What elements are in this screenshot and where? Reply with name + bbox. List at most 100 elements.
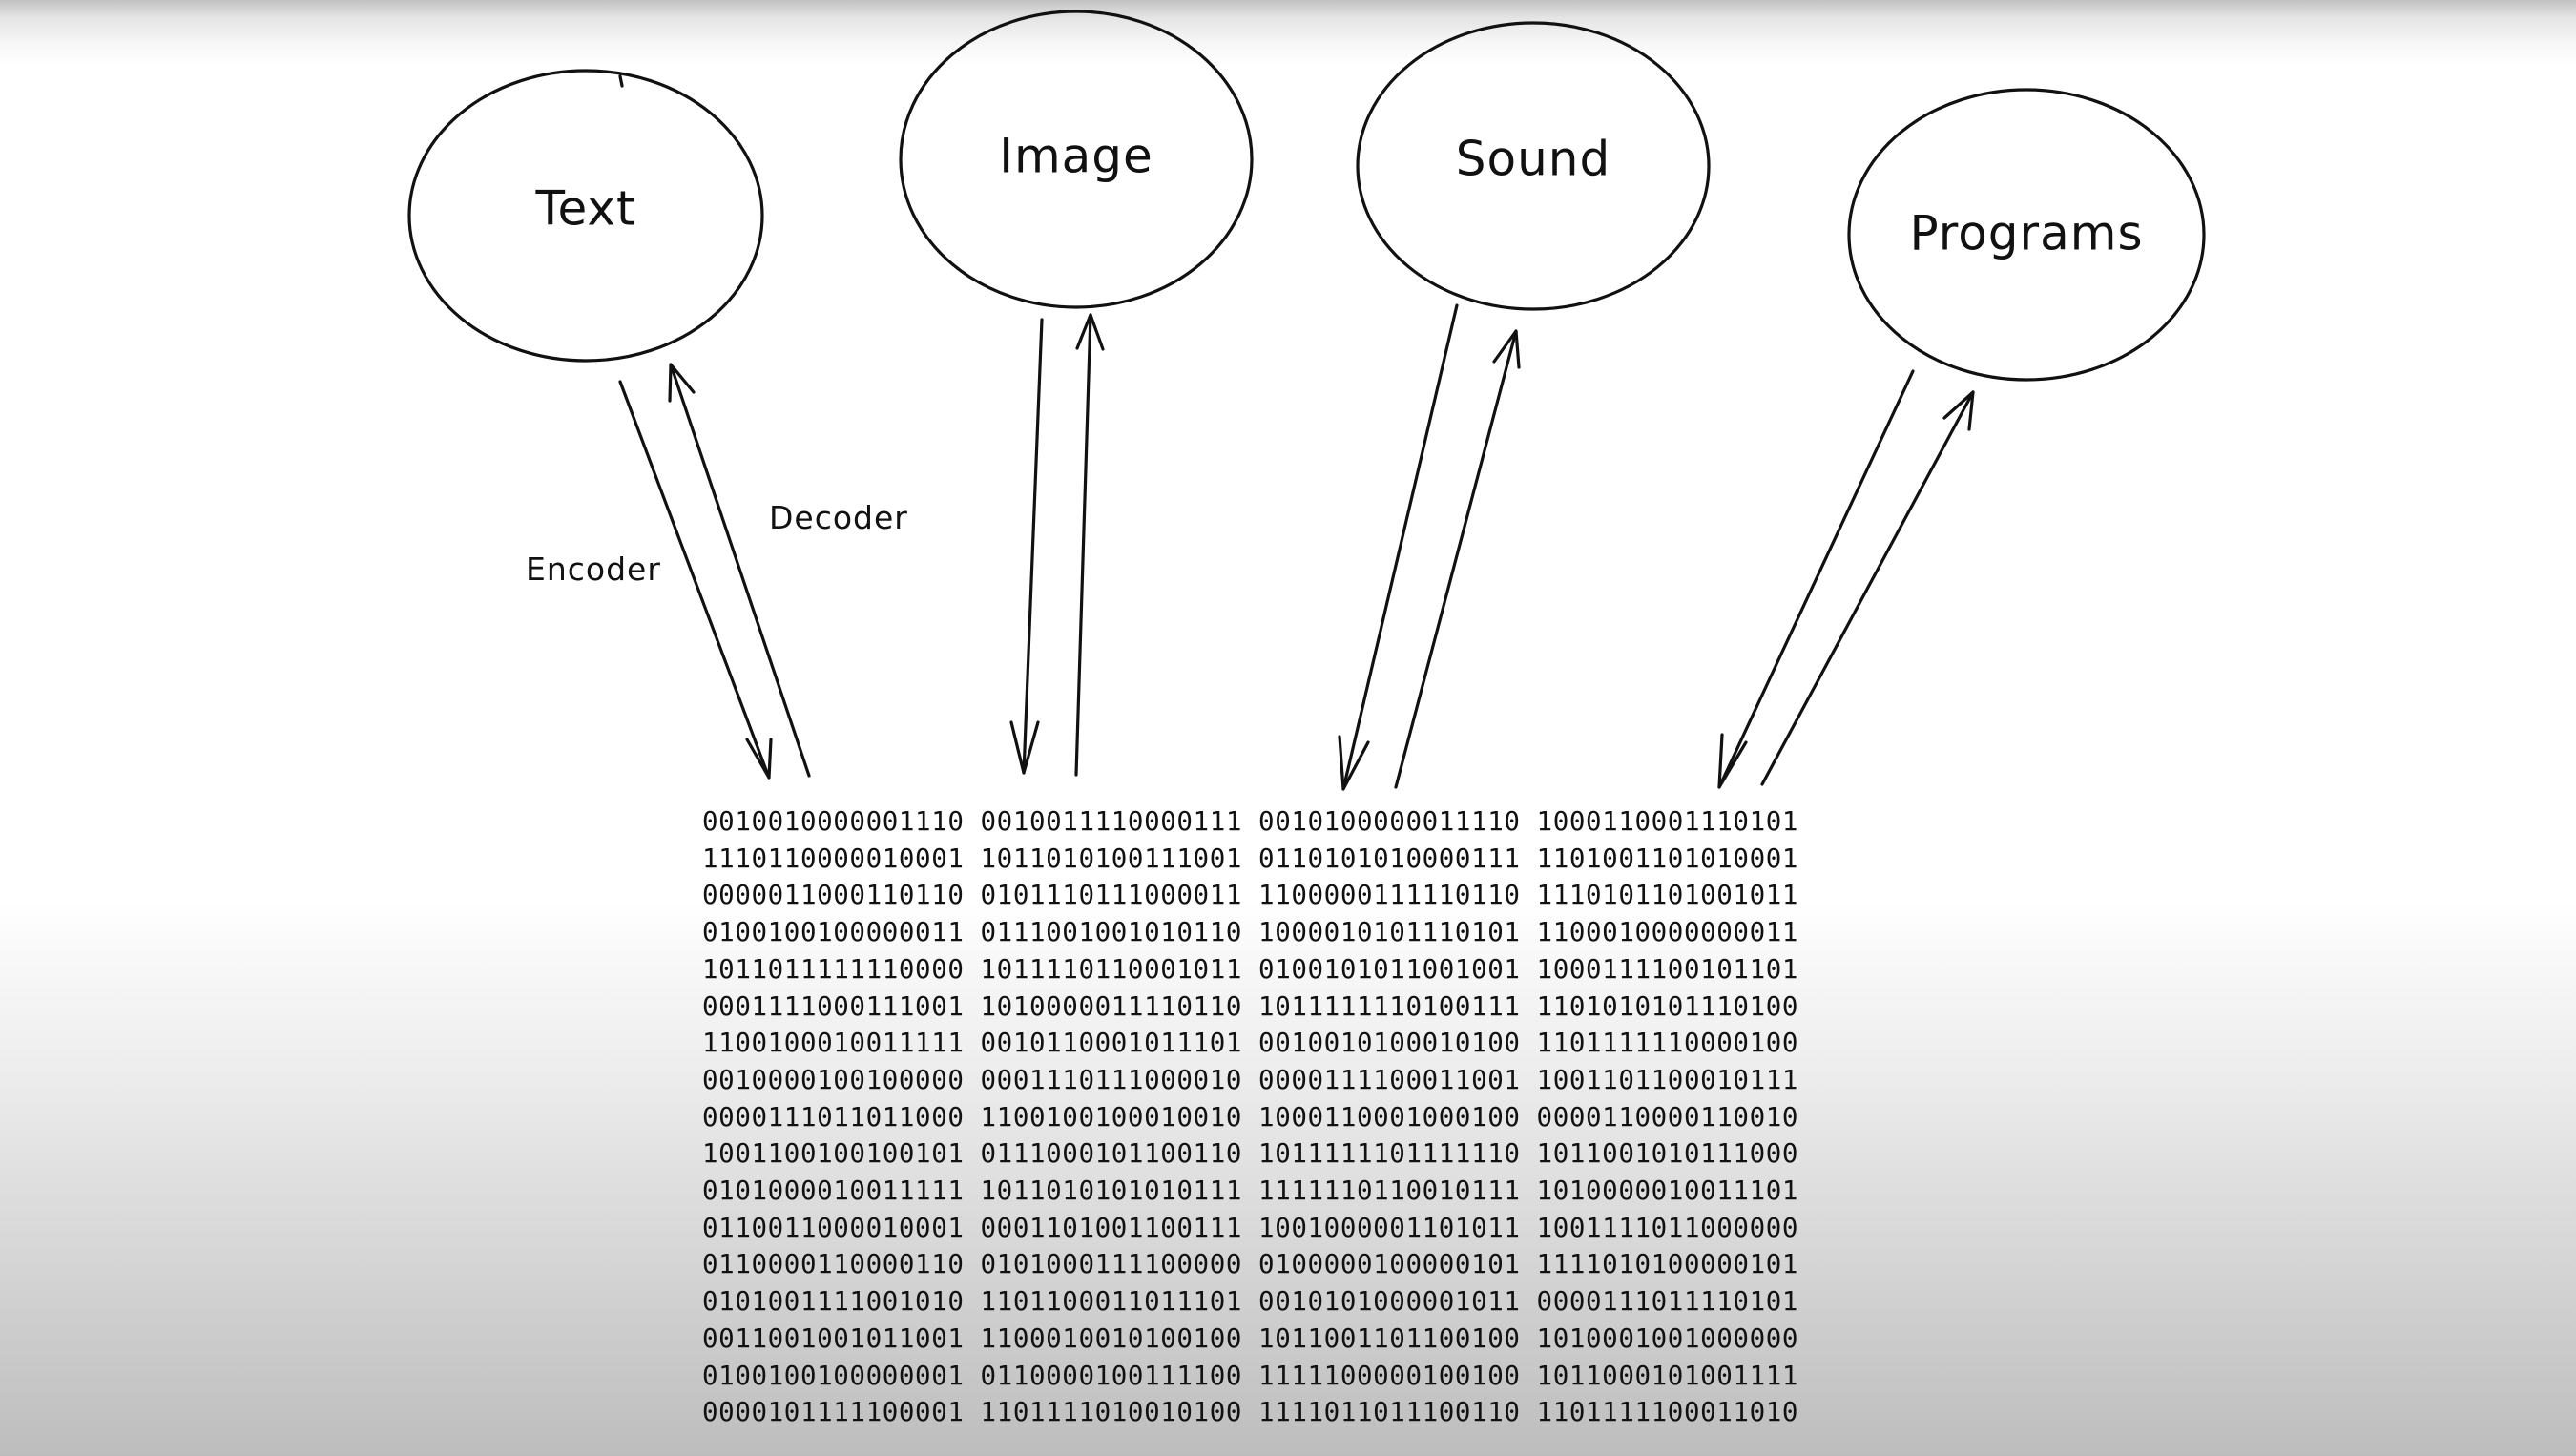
binary-word: 1111100000100100 bbox=[1258, 1360, 1521, 1391]
node-programs: Programs bbox=[1847, 88, 2206, 382]
binary-word: 1110101101001011 bbox=[1536, 880, 1799, 911]
binary-word: 0000111011110101 bbox=[1536, 1286, 1799, 1318]
binary-word: 0110000100111100 bbox=[980, 1360, 1243, 1391]
binary-word: 0100101011001001 bbox=[1258, 953, 1521, 985]
binary-word: 1011111101111110 bbox=[1258, 1138, 1521, 1170]
node-text: Text bbox=[407, 69, 764, 363]
binary-word: 1011000101001111 bbox=[1536, 1360, 1799, 1391]
binary-word: 1011010100111001 bbox=[980, 842, 1243, 874]
binary-word: 1111110110010111 bbox=[1258, 1175, 1521, 1207]
binary-word: 0011001001011001 bbox=[702, 1322, 965, 1354]
node-sound-label: Sound bbox=[1456, 132, 1610, 187]
binary-word: 0000101111100001 bbox=[702, 1397, 965, 1428]
binary-word: 1000110001110101 bbox=[1536, 806, 1799, 837]
binary-word: 1010000010011101 bbox=[1536, 1175, 1799, 1207]
binary-word: 0100100100000001 bbox=[702, 1360, 965, 1391]
arrow-image-decoder bbox=[1074, 313, 1105, 777]
arrow-sound-encoder bbox=[1338, 303, 1459, 791]
binary-word: 0100100100000011 bbox=[702, 917, 965, 948]
arrow-sound-decoder bbox=[1394, 329, 1521, 789]
node-text-circle bbox=[407, 69, 764, 363]
binary-word: 0100000100000101 bbox=[1258, 1249, 1521, 1280]
encoder-label: Encoder bbox=[526, 551, 661, 588]
binary-word: 1011001010111000 bbox=[1536, 1138, 1799, 1170]
binary-word: 1000110001000100 bbox=[1258, 1101, 1521, 1133]
binary-data-block: 0010010000001110 0010011110000111 00101000… bbox=[702, 803, 1798, 1431]
binary-word: 0010010000001110 bbox=[702, 806, 965, 837]
arrowhead-up-icon bbox=[668, 363, 696, 403]
arrowhead-down-icon bbox=[1717, 733, 1748, 789]
arrowhead-down-icon bbox=[1009, 720, 1040, 775]
arrow-programs-decoder bbox=[1760, 390, 1975, 786]
binary-word: 1100100100010010 bbox=[980, 1101, 1243, 1133]
binary-word: 0110011000010001 bbox=[702, 1212, 965, 1243]
arrow-text-decoder bbox=[668, 363, 811, 778]
binary-word: 0010011110000111 bbox=[980, 806, 1243, 837]
node-image: Image bbox=[899, 10, 1254, 309]
binary-word: 1011001101100100 bbox=[1258, 1322, 1521, 1354]
binary-word: 1011010101010111 bbox=[980, 1175, 1243, 1207]
binary-word: 0111000101100110 bbox=[980, 1138, 1243, 1170]
binary-word: 1000111100101101 bbox=[1536, 953, 1799, 985]
binary-word: 1101111010010100 bbox=[980, 1397, 1243, 1428]
binary-word: 1101010101110100 bbox=[1536, 990, 1799, 1022]
node-programs-circle bbox=[1847, 88, 2206, 382]
node-image-label: Image bbox=[999, 129, 1153, 184]
binary-word: 0000011000110110 bbox=[702, 880, 965, 911]
sketch-mark bbox=[618, 74, 624, 88]
binary-word: 1011110110001011 bbox=[980, 953, 1243, 985]
binary-word: 1111010100000101 bbox=[1536, 1249, 1799, 1280]
binary-word: 1001000001101011 bbox=[1258, 1212, 1521, 1243]
arrow-programs-encoder bbox=[1717, 369, 1915, 789]
binary-word: 0000111100011001 bbox=[1258, 1064, 1521, 1095]
binary-word: 0000110000110010 bbox=[1536, 1101, 1799, 1133]
binary-word: 1110110000010001 bbox=[702, 842, 965, 874]
node-sound-circle bbox=[1356, 21, 1711, 311]
arrowhead-down-icon bbox=[745, 738, 773, 780]
binary-word: 0010000100100000 bbox=[702, 1064, 965, 1095]
arrowhead-up-icon bbox=[1492, 329, 1521, 369]
binary-word: 1000010101110101 bbox=[1258, 917, 1521, 948]
arrowhead-up-icon bbox=[1075, 313, 1105, 351]
arrow-text-encoder bbox=[618, 380, 773, 780]
binary-word: 0001101001100111 bbox=[980, 1212, 1243, 1243]
binary-word: 0111001001010110 bbox=[980, 917, 1243, 948]
binary-word: 0101000111100000 bbox=[980, 1249, 1243, 1280]
node-image-circle bbox=[899, 10, 1254, 309]
binary-word: 1101001101010001 bbox=[1536, 842, 1799, 874]
binary-word: 0110000110000110 bbox=[702, 1249, 965, 1280]
decoder-label: Decoder bbox=[769, 499, 908, 536]
binary-word: 1111011011100110 bbox=[1258, 1397, 1521, 1428]
binary-word: 1001111011000000 bbox=[1536, 1212, 1799, 1243]
binary-word: 0001111000111001 bbox=[702, 990, 965, 1022]
binary-word: 0010110001011101 bbox=[980, 1028, 1243, 1059]
binary-word: 0010010100010100 bbox=[1258, 1028, 1521, 1059]
binary-word: 1010001001000000 bbox=[1536, 1322, 1799, 1354]
binary-word: 0010101000001011 bbox=[1258, 1286, 1521, 1318]
binary-word: 1010000011110110 bbox=[980, 990, 1243, 1022]
binary-word: 0101110111000011 bbox=[980, 880, 1243, 911]
binary-word: 0001110111000010 bbox=[980, 1064, 1243, 1095]
arrow-image-encoder bbox=[1009, 318, 1044, 775]
arrowhead-down-icon bbox=[1338, 735, 1370, 791]
binary-word: 1011011111110000 bbox=[702, 953, 965, 985]
node-text-label: Text bbox=[534, 181, 635, 237]
binary-word: 0110101010000111 bbox=[1258, 842, 1521, 874]
binary-word: 1101111110000100 bbox=[1536, 1028, 1799, 1059]
node-programs-label: Programs bbox=[1909, 206, 2143, 261]
binary-word: 0101000010011111 bbox=[702, 1175, 965, 1207]
binary-word: 0000111011011000 bbox=[702, 1101, 965, 1133]
binary-word: 1100000111110110 bbox=[1258, 880, 1521, 911]
binary-word: 1011111110100111 bbox=[1258, 990, 1521, 1022]
binary-word: 1100100010011111 bbox=[702, 1028, 965, 1059]
binary-word: 1100010000000011 bbox=[1536, 917, 1799, 948]
binary-word: 1001101100010111 bbox=[1536, 1064, 1799, 1095]
binary-word: 1101100011011101 bbox=[980, 1286, 1243, 1318]
binary-word: 1101111100011010 bbox=[1536, 1397, 1799, 1428]
binary-word: 0101001111001010 bbox=[702, 1286, 965, 1318]
arrowhead-up-icon bbox=[1942, 390, 1975, 431]
binary-word: 0010100000011110 bbox=[1258, 806, 1521, 837]
binary-word: 1001100100100101 bbox=[702, 1138, 965, 1170]
